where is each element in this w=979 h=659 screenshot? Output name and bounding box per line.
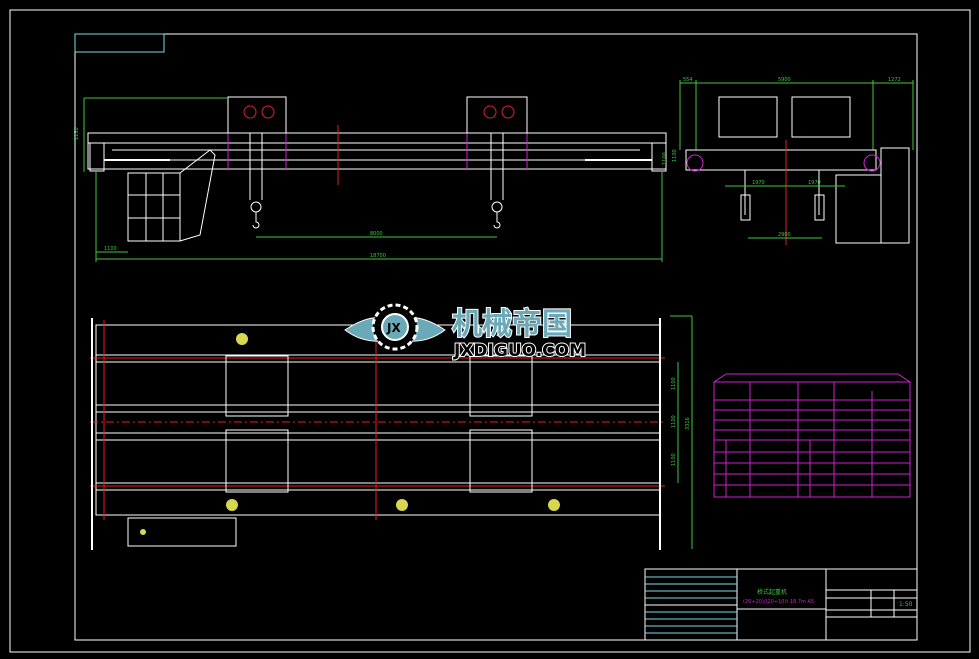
front-elevation: 1150 1100 8000 1100 18700 xyxy=(74,96,668,262)
plan-dim-center: 1100 xyxy=(671,415,677,428)
dim-hook-spacing: 8000 xyxy=(370,231,383,237)
side-dim-hook-spacing: 2900 xyxy=(778,232,791,238)
dim-span: 18700 xyxy=(370,253,386,259)
side-dim-trolley-a: 1970 xyxy=(752,180,765,186)
side-dim-middle: 5900 xyxy=(778,77,791,83)
watermark-badge: JX xyxy=(386,321,401,335)
side-dim-left: 554 xyxy=(683,77,693,83)
outer-border xyxy=(9,9,971,653)
plan-view: 1100 1100 1100 3316 xyxy=(90,315,693,550)
side-elevation: 554 5900 1272 1970 1970 2900 1100 xyxy=(672,77,914,245)
watermark-logo: JX 机械帝国 JXDIGUO.COM xyxy=(344,303,587,362)
dim-end-height: 1100 xyxy=(662,152,668,165)
corner-label-box xyxy=(74,33,165,53)
dim-cab-offset: 1100 xyxy=(104,246,117,252)
plan-dim-total: 3316 xyxy=(685,417,691,430)
watermark-en: JXDIGUO.COM xyxy=(453,341,586,361)
title-block: 桥式起重机 (20+20)/(20+10)t 18.7m A5 1:50 xyxy=(644,568,918,641)
drawing-title: 桥式起重机 xyxy=(757,588,787,596)
dim-height-left: 1150 xyxy=(74,127,80,140)
plan-dim-upper: 1100 xyxy=(671,377,677,390)
drawing-frame xyxy=(74,33,918,641)
drawing-spec: (20+20)/(20+10)t 18.7m A5 xyxy=(743,599,814,605)
plan-dim-lower: 1100 xyxy=(671,453,677,466)
drawing-scale: 1:50 xyxy=(899,601,913,608)
side-dim-trolley-b: 1970 xyxy=(808,180,821,186)
side-dim-end: 1100 xyxy=(672,149,678,162)
side-dim-right: 1272 xyxy=(888,77,901,83)
specification-table xyxy=(713,373,911,498)
watermark-cn: 机械帝国 xyxy=(452,307,572,342)
